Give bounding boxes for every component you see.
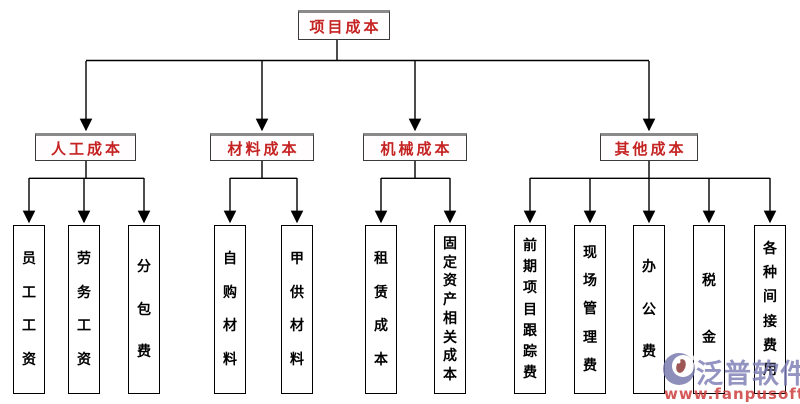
- leaf-label: 分包费: [137, 259, 151, 360]
- branch-node-machinery-cost: 机械成本: [363, 133, 467, 161]
- leaf-tax: 税金: [693, 225, 725, 394]
- root-node-project-cost: 项目成本: [298, 10, 390, 40]
- leaf-self-purchased-materials: 自购材料: [214, 225, 246, 394]
- branch-node-labor-cost: 人工成本: [35, 133, 136, 161]
- branch-node-label: 人工成本: [50, 139, 123, 158]
- leaf-early-project-tracking-fee: 前期项目跟踪费: [514, 225, 546, 394]
- leaf-label: 前期项目跟踪费: [523, 238, 537, 381]
- leaf-rental-cost: 租赁成本: [365, 225, 397, 394]
- branch-node-label: 其他成本: [614, 139, 687, 158]
- branch-node-material-cost: 材料成本: [210, 133, 314, 161]
- leaf-owner-supplied-materials: 甲供材料: [281, 225, 313, 394]
- leaf-fixed-asset-related-cost: 固定资产相关成本: [434, 225, 466, 394]
- leaf-label: 各种间接费用: [763, 241, 777, 378]
- leaf-label: 自购材料: [223, 250, 237, 369]
- leaf-employee-wages: 员工工资: [13, 225, 45, 394]
- leaf-label: 办公费: [642, 259, 656, 360]
- branch-node-label: 材料成本: [227, 139, 300, 158]
- branch-node-other-cost: 其他成本: [600, 133, 698, 161]
- branch-node-label: 机械成本: [380, 139, 453, 158]
- leaf-label: 现场管理费: [583, 245, 597, 374]
- leaf-label: 固定资产相关成本: [443, 235, 457, 384]
- leaf-label: 员工工资: [22, 250, 36, 369]
- leaf-indirect-expenses: 各种间接费用: [754, 225, 786, 394]
- leaf-label: 税金: [702, 273, 716, 346]
- root-node-label: 项目成本: [309, 17, 382, 36]
- leaf-label: 甲供材料: [290, 250, 304, 369]
- leaf-label: 租赁成本: [374, 250, 388, 369]
- leaf-labor-service-wages: 劳务工资: [68, 225, 100, 394]
- leaf-office-expense: 办公费: [633, 225, 665, 394]
- leaf-subcontract-fee: 分包费: [128, 225, 160, 394]
- leaf-label: 劳务工资: [77, 250, 91, 369]
- leaf-site-management-fee: 现场管理费: [574, 225, 606, 394]
